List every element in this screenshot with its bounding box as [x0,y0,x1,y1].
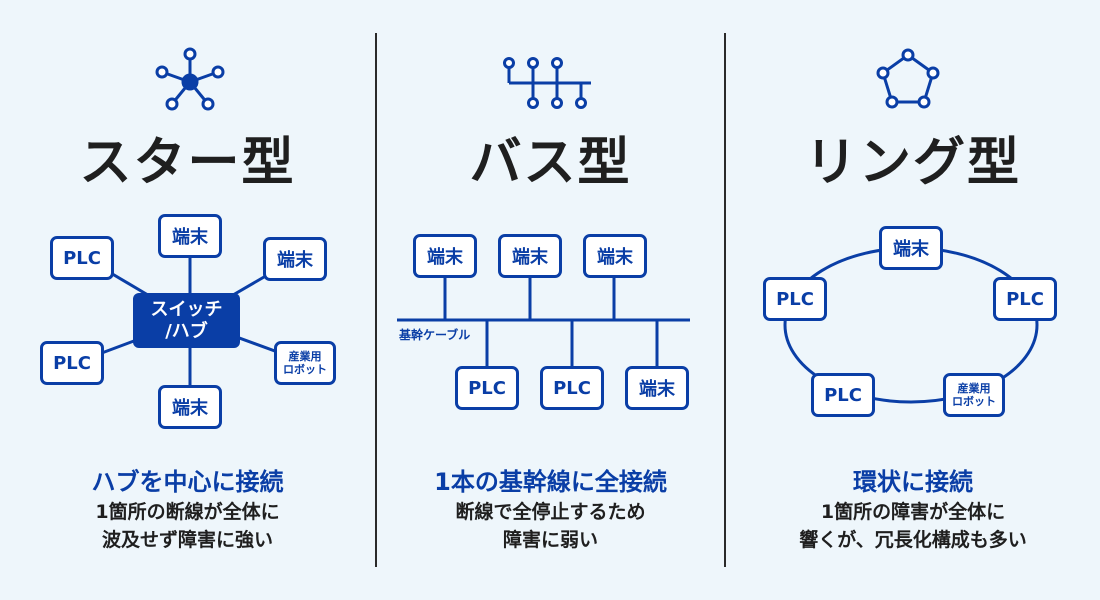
divider-right [724,33,726,567]
star-node-top: 端末 [158,214,222,258]
ring-node-right: PLC [993,277,1057,321]
star-node-top-left: PLC [50,236,114,280]
ring-node-left: PLC [763,277,827,321]
bus-caption-line1: 断線で全停止するため [455,501,646,523]
bus-caption-heading: 1本の基幹線に全接続 [434,468,667,496]
ring-caption-heading: 環状に接続 [853,468,973,496]
ring-robot-label-line1: 産業用 [957,382,991,395]
hub-label-line1: スイッチ [150,298,223,320]
bus-top-node-2: 端末 [498,234,562,278]
bus-connection-lines [397,276,690,368]
bus-panel: バス型 基幹ケーブル 端末 端末 端末 PLC PLC 端末 1本の基幹線に全接… [377,0,724,600]
ring-topology-icon [876,48,940,109]
ring-title: リング型 [804,133,1021,193]
ring-robot-label-line2: ロボット [952,395,996,408]
switch-hub-node: スイッチ /ハブ [133,293,240,348]
star-node-bottom-left: PLC [40,341,104,385]
ring-node-robot: 産業用 ロボット [943,373,1005,417]
bus-title: バス型 [469,133,632,193]
bus-topology-icon [503,57,591,109]
star-caption-line2: 波及せず障害に強い [101,529,273,551]
star-panel: スター型 スイッチ /ハブ 端末 PLC 端末 PLC 端末 産業用 ロボット … [0,0,375,600]
ring-caption-line1: 1箇所の障害が全体に [820,501,1006,523]
star-topology-icon [155,47,225,111]
star-caption-line1: 1箇所の断線が全体に [95,501,280,523]
hub-label-line2: /ハブ [165,320,208,342]
divider-left [375,33,377,567]
ring-node-top: 端末 [879,226,943,270]
star-node-top-right: 端末 [263,237,327,281]
bus-bottom-node-2: PLC [540,366,604,410]
bus-bottom-node-1: PLC [455,366,519,410]
bus-caption-line2: 障害に弱い [502,529,598,551]
star-node-bottom: 端末 [158,385,222,429]
ring-panel: リング型 端末 PLC PLC PLC 産業用 ロボット 環状に接続 1箇所の障… [726,0,1100,600]
ring-caption-line2: 響くが、冗長化構成も多い [799,529,1027,551]
star-caption-heading: ハブを中心に接続 [91,468,284,496]
star-title: スター型 [79,133,296,193]
ring-node-bottom-left: PLC [811,373,875,417]
backbone-cable-label: 基幹ケーブル [399,328,471,342]
robot-label-line2: ロボット [283,363,327,376]
bus-bottom-node-3: 端末 [625,366,689,410]
bus-top-node-3: 端末 [583,234,647,278]
bus-top-node-1: 端末 [413,234,477,278]
star-node-robot: 産業用 ロボット [274,341,336,385]
robot-label-line1: 産業用 [288,350,322,363]
